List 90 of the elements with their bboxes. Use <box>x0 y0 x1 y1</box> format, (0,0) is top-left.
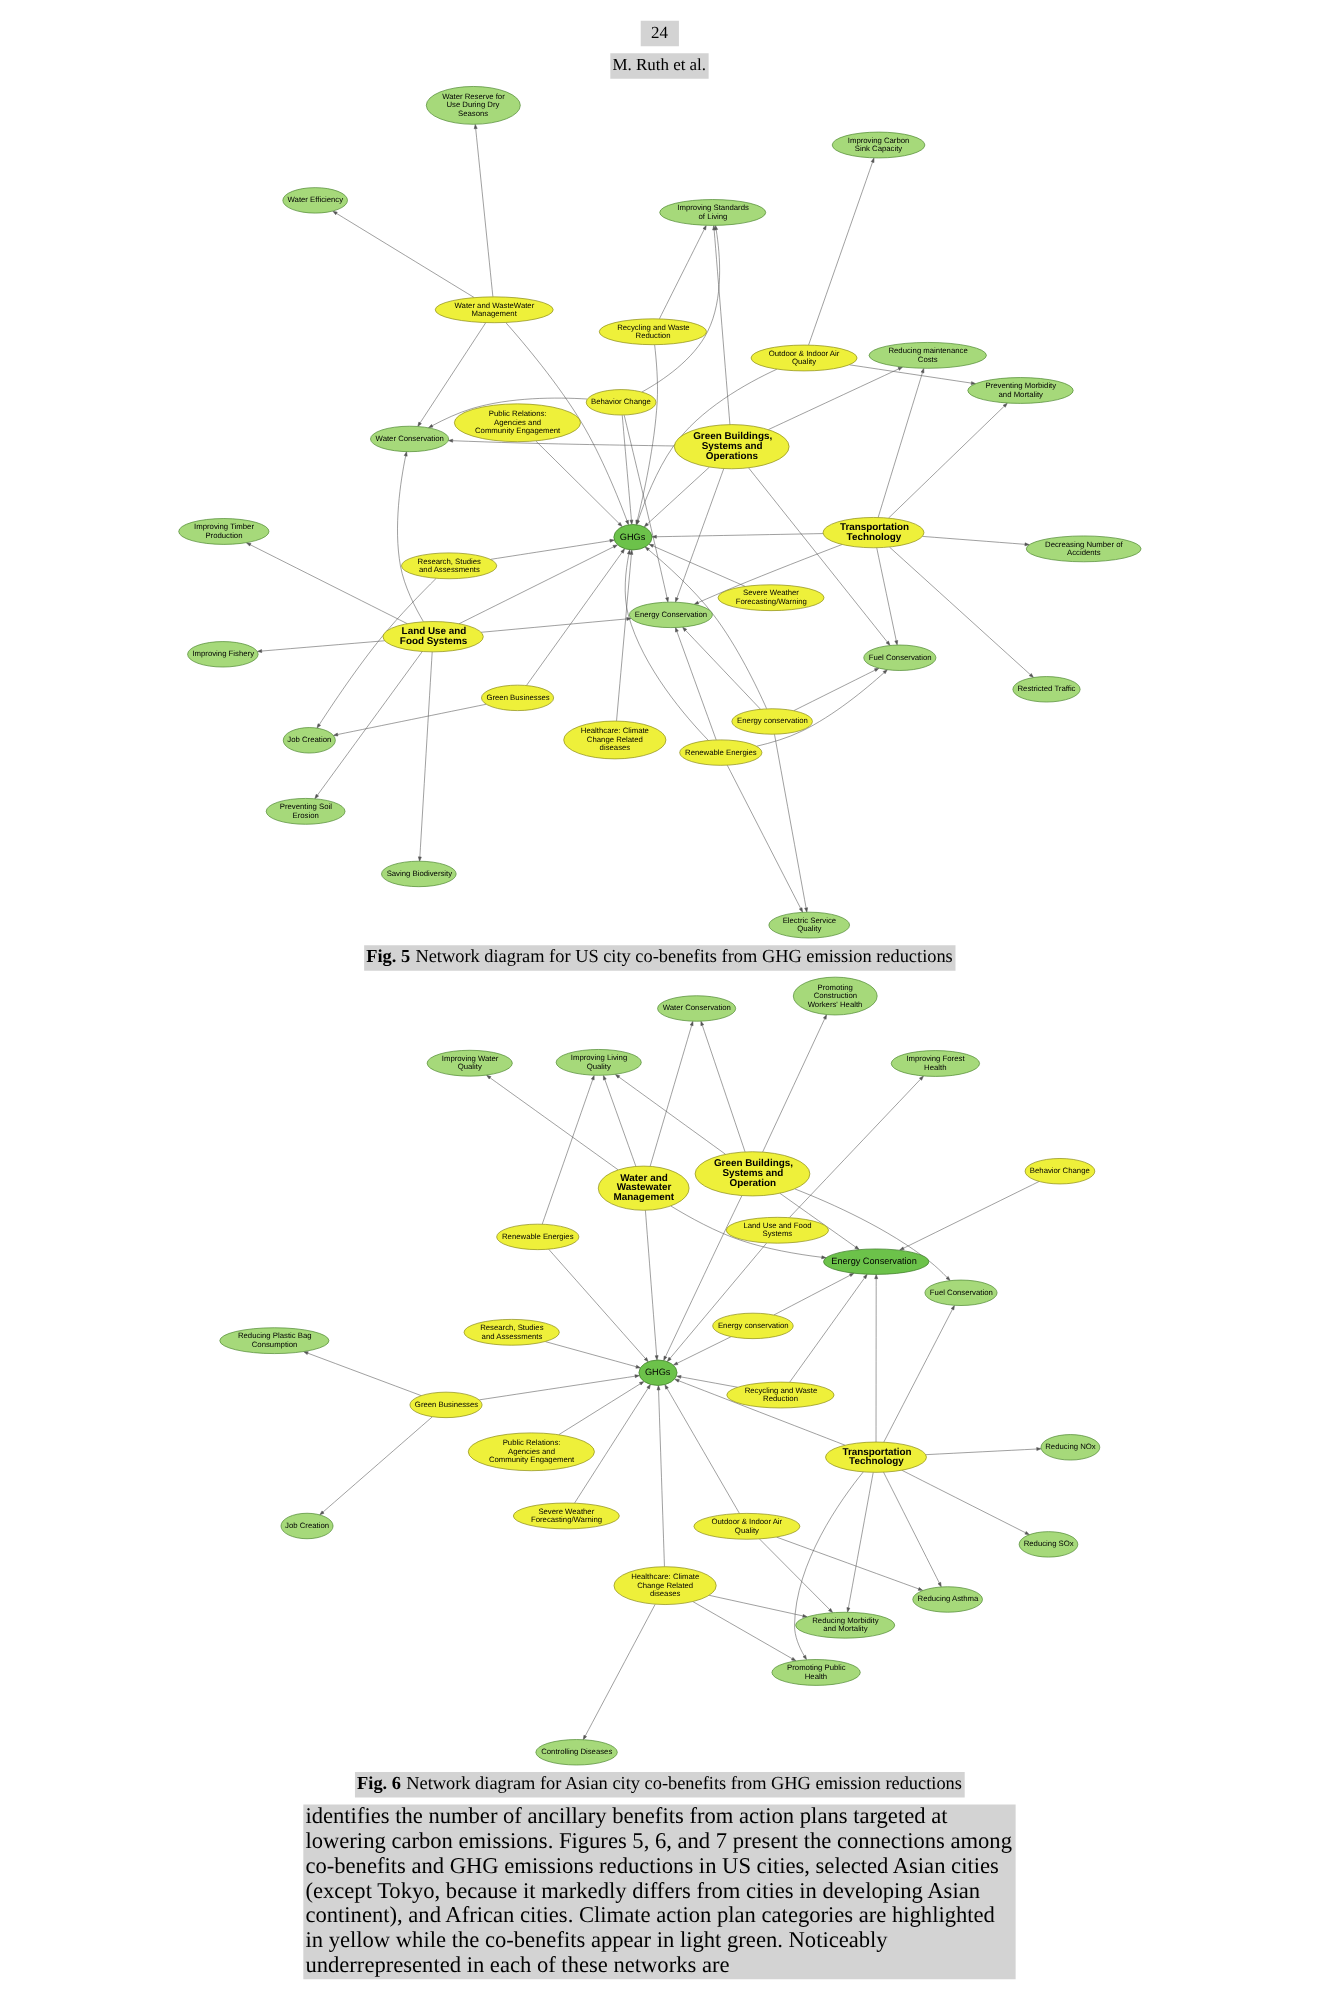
arrow <box>315 578 436 729</box>
arrow <box>807 157 874 346</box>
arrow <box>772 1273 854 1316</box>
arrow <box>666 1242 766 1362</box>
arrow <box>875 547 897 646</box>
arrow <box>707 1595 807 1618</box>
arrow <box>534 440 622 527</box>
arrow <box>479 617 631 633</box>
arrow <box>245 542 407 625</box>
arrow <box>845 1472 873 1613</box>
arrow <box>313 651 422 799</box>
arrow <box>924 1447 1041 1455</box>
arrow <box>691 1601 796 1662</box>
arrow <box>447 438 674 447</box>
arrow <box>876 368 924 518</box>
arrow <box>655 1385 664 1567</box>
arrow <box>650 533 823 539</box>
arrow <box>417 651 432 862</box>
arrow <box>647 544 745 587</box>
arrow <box>615 549 633 722</box>
arrow <box>331 210 474 298</box>
arrow <box>643 466 709 528</box>
arrow <box>614 1074 725 1155</box>
arrow <box>882 1305 954 1443</box>
arrow <box>582 1604 655 1740</box>
arrow <box>675 1375 737 1388</box>
arrow <box>662 1195 742 1361</box>
arrow <box>848 364 975 385</box>
arrow <box>648 1021 693 1167</box>
label: M. Ruth et al. <box>611 54 706 75</box>
arrow <box>640 225 719 393</box>
label: 24 <box>649 21 667 42</box>
arrow <box>882 1471 941 1588</box>
arrow <box>898 1181 1039 1251</box>
arrow <box>672 1336 731 1366</box>
arrow <box>674 627 716 741</box>
arrow <box>472 124 493 297</box>
arrow <box>256 640 385 653</box>
arrow <box>620 414 633 525</box>
arrow <box>674 468 724 603</box>
arrow <box>711 225 730 425</box>
arrow <box>888 546 1033 678</box>
arrow <box>887 403 1007 519</box>
arrow <box>900 1469 1029 1535</box>
arrow <box>758 1538 832 1613</box>
arrow <box>775 1536 922 1591</box>
arrow <box>318 1416 432 1516</box>
arrow <box>504 322 628 525</box>
label: Fig. 6 Network diagram for Asian city co-benefits from GHG emission reductions <box>356 1772 961 1793</box>
arrow <box>623 549 708 741</box>
arrow <box>767 366 902 430</box>
arrow <box>755 669 887 747</box>
arrow <box>792 667 879 711</box>
arrow <box>658 225 706 320</box>
arrow <box>747 467 890 646</box>
arrow <box>302 1351 421 1396</box>
arrow <box>416 322 485 427</box>
arrow <box>693 544 842 605</box>
arrow <box>778 1193 859 1250</box>
arrow <box>921 536 1029 547</box>
arrow <box>643 546 766 709</box>
arrow <box>489 539 614 560</box>
arrow <box>699 1020 745 1153</box>
label: identifies the number of ancillary benefits from action plans targeted at lowering carbon emissions. Figures 5, 6, and 7 present the connections among co-benefits and GHG emissions reductions in US cities, selected Asian cities (except Tokyo, because it markedly differs from cities in developing Asian continent), and African cities. Climate action plan categories are highlighted in yellow while the co-benefits appear in light green. Noticeably underrepresented in each of these networks are <box>304 1805 1012 1978</box>
arrow <box>873 1274 877 1443</box>
arrow <box>573 1384 650 1504</box>
arrow <box>726 765 802 913</box>
arrow <box>793 1471 863 1660</box>
arrow <box>622 414 668 603</box>
arrow <box>396 451 423 622</box>
arrow <box>681 627 760 710</box>
arrow <box>663 1384 739 1514</box>
arrow <box>543 1341 640 1369</box>
arrow <box>788 1274 867 1383</box>
arrow <box>540 1075 594 1225</box>
arrow <box>788 1075 923 1218</box>
arrow <box>557 1381 644 1435</box>
arrow <box>773 733 807 913</box>
arrow <box>485 1075 618 1171</box>
arrow <box>793 1188 950 1281</box>
arrow <box>602 1075 636 1167</box>
arrow <box>332 704 486 737</box>
arrow <box>478 1374 639 1401</box>
arrow <box>547 1248 648 1362</box>
arrow <box>427 397 587 428</box>
arrow <box>644 1209 658 1361</box>
arrow <box>457 544 617 625</box>
arrow <box>761 1014 826 1153</box>
label: Fig. 5 Network diagram for US city co-benefits from GHG emission reductions <box>365 945 952 966</box>
arrow <box>525 548 624 686</box>
